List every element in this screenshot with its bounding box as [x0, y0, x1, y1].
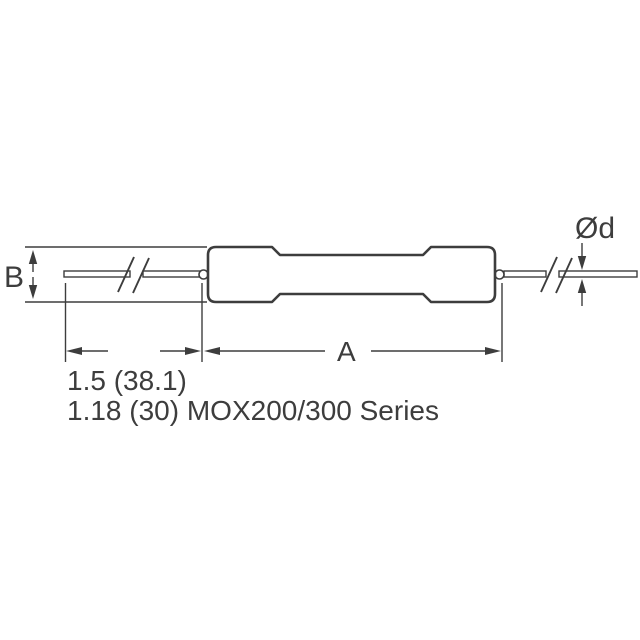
lead-diameter-arrow-down-icon [577, 256, 587, 270]
right-lead-wire-inner [503, 270, 547, 278]
series-lead-length-note: 1.18 (30) MOX200/300 Series [67, 395, 439, 426]
lead-diameter-label: Ød [575, 212, 615, 245]
left-lead-break-icon [117, 256, 135, 293]
lead-length-arrow-left-icon [66, 347, 82, 355]
left-lead [63, 256, 206, 294]
lead-length-dimension [64, 283, 203, 362]
b-arrow-down-icon [28, 285, 38, 299]
body-length-dimension: A [204, 283, 503, 367]
body-length-label: A [337, 336, 356, 367]
right-lead-break-icon [540, 256, 558, 293]
right-weld-bead [494, 269, 505, 280]
b-arrow-up-icon [28, 250, 38, 264]
left-lead-wire-outer [63, 270, 131, 278]
body-length-arrow-right-icon [485, 347, 501, 355]
right-lead-wire-outer [558, 270, 638, 278]
lead-diameter-dimension: Ød [575, 212, 615, 306]
b-label: B [4, 261, 24, 294]
right-lead [503, 256, 638, 294]
resistor [198, 245, 505, 304]
left-weld-bead [198, 269, 209, 280]
lead-length-value: 1.5 (38.1) [67, 365, 187, 396]
body-length-arrow-left-icon [204, 347, 220, 355]
left-lead-wire-inner [142, 270, 206, 278]
b-dimension: B [4, 246, 207, 303]
right-lead-break-icon [555, 257, 573, 294]
left-lead-break-icon [132, 257, 150, 294]
resistor-body [206, 245, 497, 304]
lead-diameter-arrow-up-icon [577, 279, 587, 293]
lead-length-arrow-right-icon [185, 347, 201, 355]
